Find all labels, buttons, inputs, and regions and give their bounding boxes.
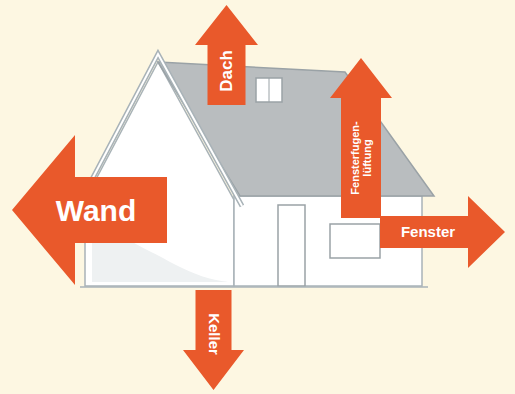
heat-loss-arrow: Fensterfugen- lüftung	[330, 58, 392, 218]
arrow-shape	[330, 58, 392, 218]
arrow-label: Dach	[217, 50, 236, 92]
dormer-bar	[269, 78, 270, 102]
arrow-fill	[12, 135, 167, 285]
arrow-label: Fensterfugen- lüftung	[349, 116, 373, 200]
arrow-fill	[183, 290, 244, 390]
arrow-label: Wand	[56, 194, 137, 227]
heat-loss-arrow: Dach	[195, 5, 258, 105]
heat-loss-arrow: Wand	[12, 135, 167, 285]
arrow-fill	[195, 5, 258, 105]
ground-line	[80, 286, 428, 288]
window	[330, 224, 380, 258]
dormer	[256, 78, 282, 102]
arrow-fill	[330, 58, 392, 218]
arrow-label: Fenster	[401, 224, 455, 241]
door	[278, 205, 305, 286]
heat-loss-arrow: Keller	[183, 290, 244, 390]
arrow-label: Keller	[205, 313, 222, 355]
heat-loss-arrow: Fenster	[380, 196, 505, 268]
arrow-fill	[380, 196, 505, 268]
